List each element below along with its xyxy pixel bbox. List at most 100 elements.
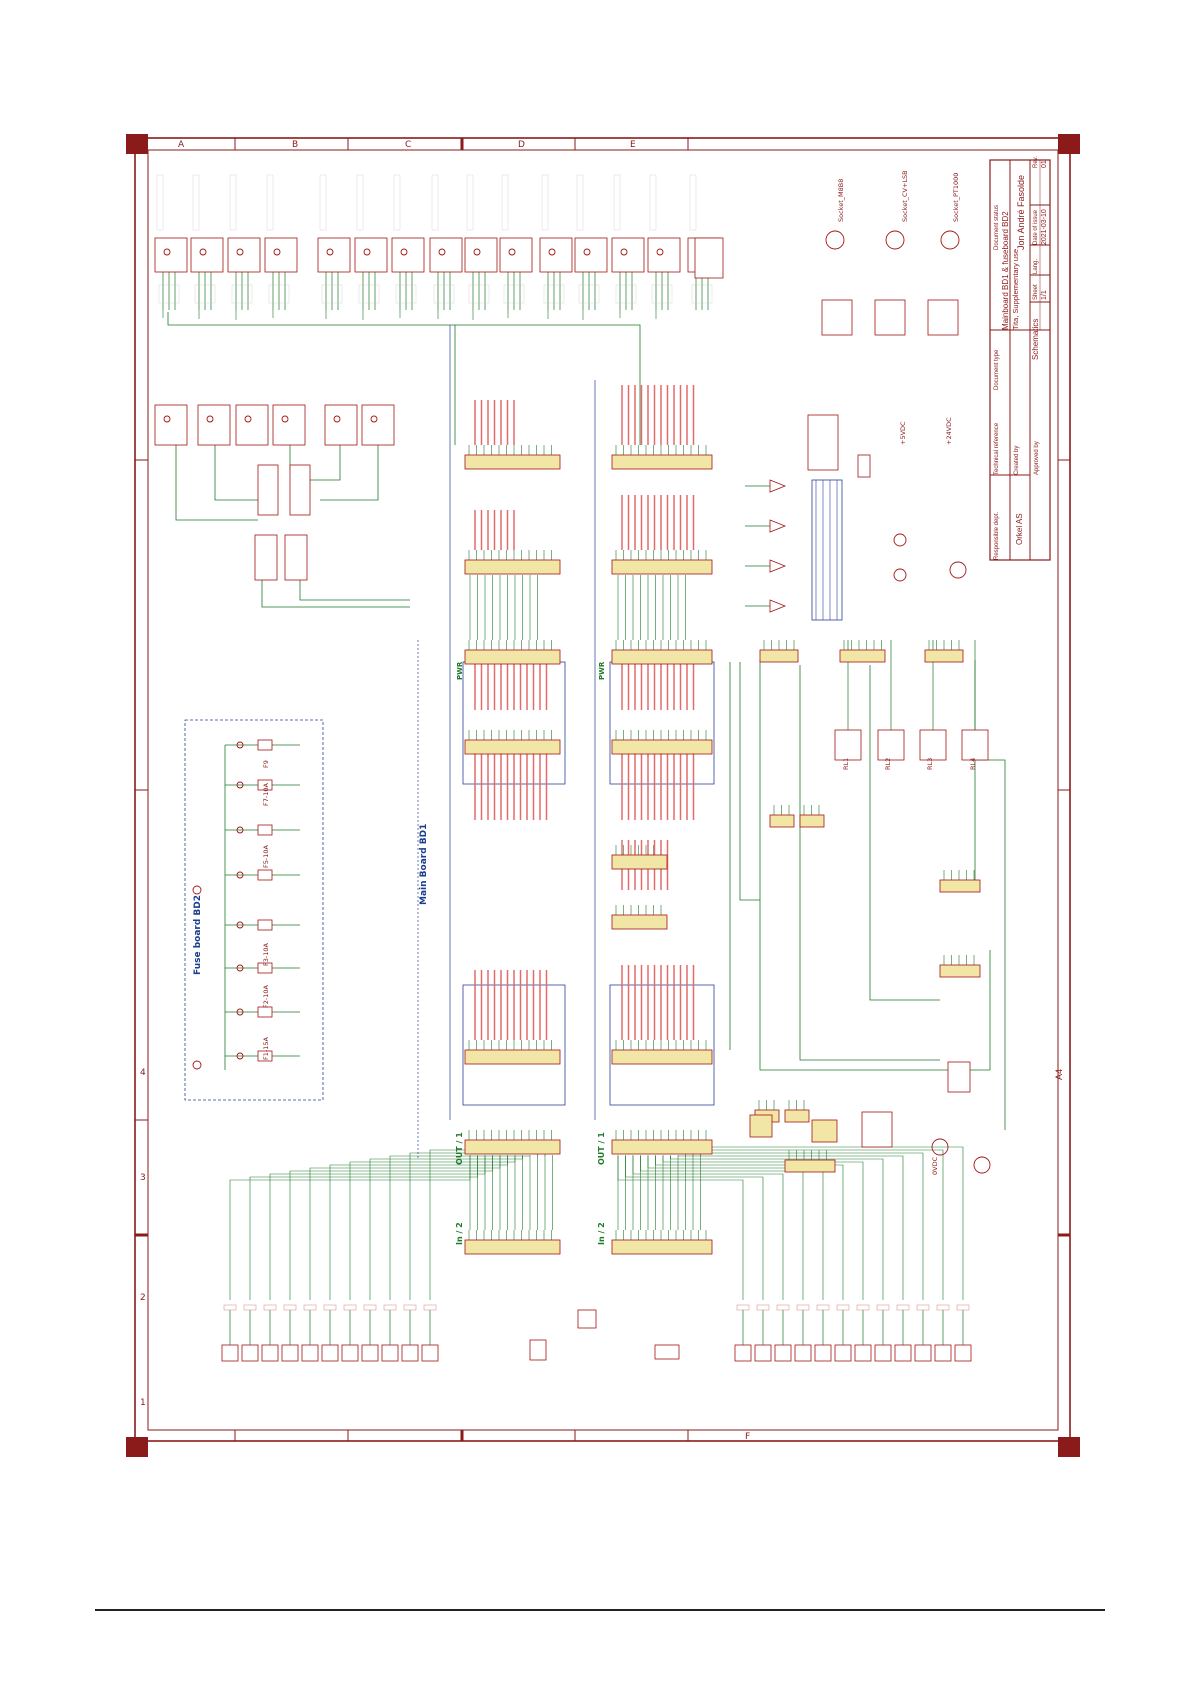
label-pwr-right: PWR bbox=[598, 661, 606, 680]
harness-wire bbox=[269, 1156, 486, 1300]
relay-box bbox=[961, 729, 989, 761]
fuse bbox=[257, 739, 273, 751]
wire bbox=[739, 662, 760, 901]
sensor-caption-area bbox=[393, 174, 401, 231]
fuse bbox=[257, 1006, 273, 1018]
sensor-box bbox=[429, 237, 463, 273]
fuse-led bbox=[236, 741, 244, 749]
sensor-terminal bbox=[363, 248, 371, 256]
wire bbox=[299, 580, 410, 601]
header-j7 bbox=[464, 739, 561, 755]
bottom-sensor bbox=[381, 1344, 399, 1362]
diode-symbol bbox=[769, 559, 787, 573]
bottom-tag bbox=[383, 1304, 397, 1311]
header-right-6 bbox=[939, 879, 981, 893]
header-right-7 bbox=[939, 964, 981, 978]
fuse-led bbox=[236, 1008, 244, 1016]
supply-label-5v: +5VDC bbox=[899, 421, 907, 445]
frame-col-d: D bbox=[518, 140, 525, 150]
tb-company: Orkel AS bbox=[1015, 513, 1024, 545]
tb-created-by-label: Created by bbox=[1014, 446, 1020, 475]
wire bbox=[261, 580, 410, 608]
relay-label-2: RL2 bbox=[884, 758, 892, 770]
sensor-box bbox=[574, 237, 608, 273]
bottom-tag bbox=[736, 1304, 750, 1311]
cable-harness bbox=[811, 479, 843, 621]
bottom-tag bbox=[936, 1304, 950, 1311]
terminal-block bbox=[749, 1114, 773, 1138]
harness-wire bbox=[655, 1156, 844, 1300]
bottom-tag bbox=[343, 1304, 357, 1311]
sensor-terminal bbox=[400, 248, 408, 256]
fuse-input bbox=[192, 885, 202, 895]
header-right-2 bbox=[839, 649, 886, 663]
sensor-box bbox=[272, 404, 306, 446]
header-j2 bbox=[611, 454, 713, 470]
fuse bbox=[257, 869, 273, 881]
sensor-caption-area bbox=[431, 174, 439, 231]
sensor-text-area bbox=[194, 284, 216, 304]
wire bbox=[799, 665, 940, 1061]
bottom-sensor bbox=[874, 1344, 892, 1362]
sensor-text-area bbox=[651, 284, 673, 304]
supply-plus bbox=[973, 1156, 991, 1174]
fuse-label-6: F9 bbox=[262, 760, 270, 768]
aux-relay bbox=[577, 1309, 597, 1329]
harness-wire bbox=[625, 1156, 764, 1300]
fuse-led bbox=[236, 1052, 244, 1060]
sensor-box bbox=[324, 404, 358, 446]
tb-resp-dept-label: Responsible dept. bbox=[994, 512, 1000, 560]
frame-col-c: C bbox=[405, 140, 411, 150]
sensor-box bbox=[361, 404, 395, 446]
fuse-board-title: Fuse board BD2 bbox=[193, 895, 203, 975]
relay-box bbox=[919, 729, 947, 761]
sensor-terminal bbox=[199, 248, 207, 256]
bottom-tag bbox=[896, 1304, 910, 1311]
sensor-box bbox=[539, 237, 573, 273]
fuse-led bbox=[236, 826, 244, 834]
header-j9 bbox=[611, 854, 668, 870]
sensor-box bbox=[611, 237, 645, 273]
bottom-sensor bbox=[734, 1344, 752, 1362]
fuse-label-2: F2-10A bbox=[262, 985, 270, 1008]
sensor-terminal bbox=[236, 248, 244, 256]
harness-wire bbox=[685, 1152, 924, 1300]
sensor-terminal bbox=[326, 248, 334, 256]
sensor-terminal bbox=[206, 415, 214, 423]
header-j3 bbox=[464, 559, 561, 575]
sensor-box bbox=[154, 237, 188, 273]
sensor-terminal bbox=[163, 248, 171, 256]
bus-wire bbox=[455, 324, 641, 445]
harness-wire bbox=[329, 1156, 508, 1300]
sensor-terminal bbox=[508, 248, 516, 256]
terminal-block bbox=[811, 1119, 838, 1143]
header-right-5 bbox=[799, 814, 825, 828]
wire bbox=[175, 445, 258, 521]
connector bbox=[857, 454, 871, 478]
sensor-terminal bbox=[244, 415, 252, 423]
tb-size: A4 bbox=[1054, 1069, 1064, 1080]
bottom-tag bbox=[223, 1304, 237, 1311]
frame-row-4: 4 bbox=[140, 1068, 146, 1078]
harness-wire bbox=[369, 1156, 523, 1300]
frame-row-3: 3 bbox=[140, 1173, 146, 1183]
bottom-tag bbox=[363, 1304, 377, 1311]
sensor-caption-area bbox=[266, 174, 274, 231]
tb-rev-label: Rev. bbox=[1033, 156, 1039, 168]
header-j12 bbox=[611, 1049, 713, 1065]
sensor-caption-area bbox=[319, 174, 327, 231]
sensor-caption-area bbox=[156, 174, 164, 231]
bottom-tag bbox=[956, 1304, 970, 1311]
sensor-box bbox=[391, 237, 425, 273]
terminal-strip bbox=[289, 464, 311, 516]
harness-wire bbox=[632, 1156, 784, 1300]
sensor-text-area bbox=[503, 284, 525, 304]
sensor-caption-area bbox=[576, 174, 584, 231]
tb-date: 2021-03-10 bbox=[1041, 209, 1048, 245]
fuse-label-3: F3-10A bbox=[262, 943, 270, 966]
label-pwr-left: PWR bbox=[456, 661, 464, 680]
tb-sheet: 1/1 bbox=[1041, 290, 1048, 300]
wire bbox=[759, 660, 991, 1071]
bottom-tag bbox=[916, 1304, 930, 1311]
